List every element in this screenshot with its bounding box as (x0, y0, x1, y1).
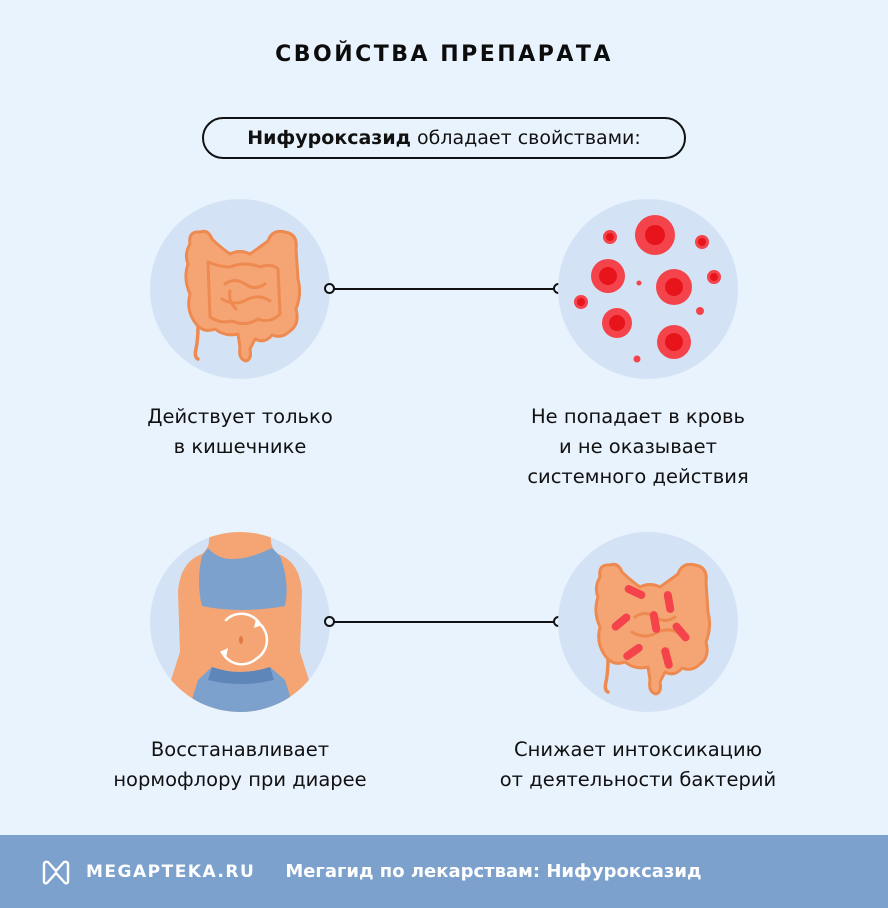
caption-4: Снижает интоксикацию от деятельности бак… (488, 735, 788, 795)
intestine-bacteria-icon (558, 532, 738, 712)
caption-line: Не попадает в кровь (531, 405, 745, 428)
caption-line: и не оказывает (558, 435, 718, 458)
connector-line (331, 621, 557, 623)
caption-line: Действует только (147, 405, 333, 428)
caption-line: системного действия (527, 465, 749, 488)
megapteka-logo-icon[interactable] (40, 859, 72, 885)
blood-cells-icon (558, 199, 738, 379)
subtitle-pill: Нифуроксазид обладает свойствами: (202, 117, 686, 159)
caption-line: Восстанавливает (150, 738, 330, 761)
subtitle-text: обладает свойствами: (417, 127, 641, 149)
connector-line (331, 288, 557, 290)
caption-3: Восстанавливает нормофлору при диарее (90, 735, 390, 795)
drug-name: Нифуроксазид (247, 127, 412, 149)
connector-dot (324, 283, 335, 294)
caption-line: Снижает интоксикацию (513, 738, 763, 761)
caption-line: нормофлору при диарее (113, 768, 367, 791)
caption-line: в кишечнике (173, 435, 307, 458)
connector-dot (324, 616, 335, 627)
caption-1: Действует только в кишечнике (90, 402, 390, 462)
caption-line: от деятельности бактерий (499, 768, 777, 791)
abdomen-icon (150, 532, 330, 712)
brand-link[interactable]: MEGAPTEKA.RU (86, 861, 256, 882)
caption-2: Не попадает в кровь и не оказывает систе… (488, 402, 788, 492)
footer: MEGAPTEKA.RU Мегагид по лекарствам: Нифу… (0, 835, 888, 908)
intestine-icon (150, 199, 330, 379)
footer-tagline: Мегагид по лекарствам: Нифуроксазид (285, 861, 702, 882)
page-title: СВОЙСТВА ПРЕПАРАТА (275, 42, 613, 67)
